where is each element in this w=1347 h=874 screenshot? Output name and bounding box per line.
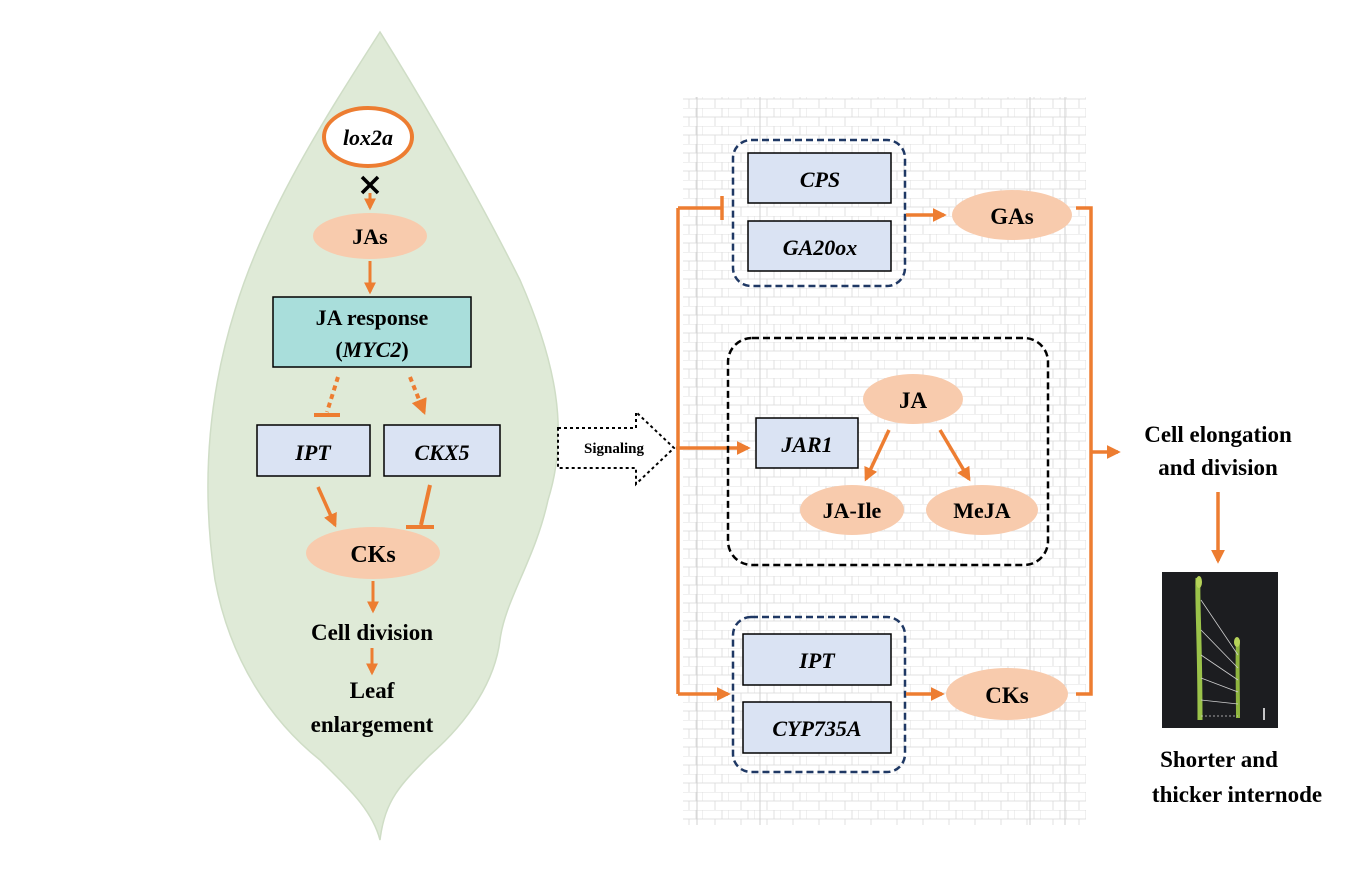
cks-leaf-label: CKs [350,542,395,568]
ipt-stem-label: IPT [798,648,836,673]
signaling-label: Signaling [584,441,645,457]
gas-label: GAs [990,204,1034,229]
jas-label: JAs [352,224,388,249]
jar1-box: JAR1 [755,417,859,469]
shorter-label-1: Shorter and [1160,747,1278,772]
leaf-shape [207,30,560,841]
shorter-label-2: thicker internode [1152,782,1322,807]
cyp735a-box: CYP735A [742,701,892,754]
ipt-stem-box: IPT [742,633,892,686]
ga20ox-label: GA20ox [783,235,858,260]
ga20ox-box: GA20ox [747,220,892,272]
cks-stem-label: CKs [985,683,1029,708]
ja-node: JA [863,374,963,424]
cell-division-label: Cell division [311,620,433,645]
signaling-arrow: Signaling [557,409,676,487]
cps-box: CPS [747,152,892,204]
block-cross-icon [360,175,380,195]
leaf-enlarge-label-2: enlargement [311,712,434,737]
myc2-label: (MYC2) [335,337,408,362]
meja-node: MeJA [926,485,1038,535]
ja-ile-node: JA-Ile [800,485,904,535]
ipt-label: IPT [294,440,332,465]
arrow-dashed-ckx5 [408,376,427,415]
cyp735a-label: CYP735A [772,716,861,741]
ipt-box: IPT [256,424,371,477]
jar1-label: JAR1 [780,432,832,457]
arrow-ipt-cks [316,486,337,528]
arrow-ja-meja [938,429,971,482]
lox2a-label: lox2a [343,125,393,150]
lox2a-node: lox2a [322,106,414,168]
inhibit-ckx5-cks [419,484,432,526]
cell-elongation-label-2: and division [1158,455,1278,480]
jas-node: JAs [313,213,427,259]
cks-stem-node: CKs [946,668,1068,720]
ga-gene-group [731,138,907,288]
cps-label: CPS [800,167,840,192]
leaf-enlarge-label-1: Leaf [350,678,395,703]
ja-response-label: JA response [316,305,429,330]
ja-ile-label: JA-Ile [823,498,882,523]
ja-group [726,336,1050,567]
ck-gene-group [731,615,907,774]
cell-elongation-label-1: Cell elongation [1144,422,1292,447]
ja-response-box: JA response (MYC2) [272,296,472,368]
ja-label: JA [899,388,928,413]
inhibit-line-ipt [325,376,340,413]
meja-label: MeJA [953,498,1011,523]
cks-leaf-node: CKs [306,527,440,579]
gas-node: GAs [952,190,1072,240]
arrow-ja-jaile [864,429,891,482]
ckx5-box: CKX5 [383,424,501,477]
ckx5-label: CKX5 [414,440,469,465]
internode-photo [1162,572,1278,728]
